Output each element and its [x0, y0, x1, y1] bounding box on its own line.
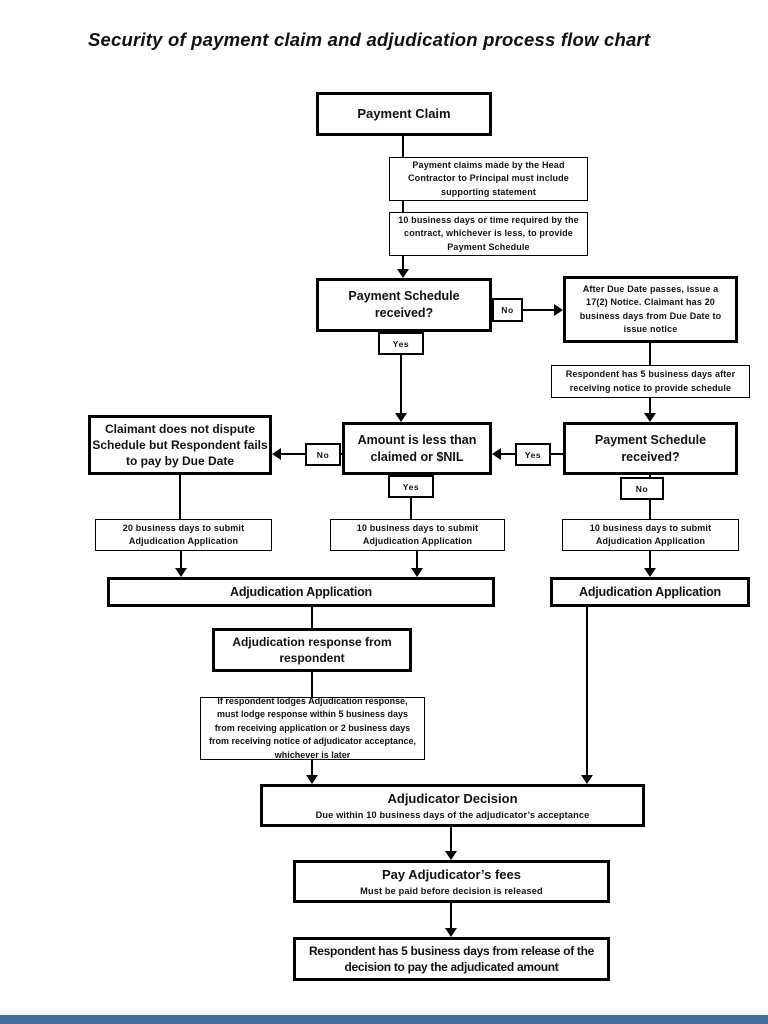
flow-note-head-contractor: Payment claims made by the Head Contract…: [389, 157, 588, 201]
edge-label-yes: Yes: [388, 475, 434, 498]
pay-fees-title: Pay Adjudicator’s fees: [382, 866, 521, 882]
connector-line: [450, 827, 452, 851]
connector-line: [586, 607, 588, 775]
connector-line: [311, 760, 313, 775]
connector-line: [400, 332, 402, 413]
flow-node-amount-less: Amount is less than claimed or $NIL: [342, 422, 492, 475]
flow-node-pay-fees: Pay Adjudicator’s fees Must be paid befo…: [293, 860, 610, 903]
arrow-down-icon: [306, 775, 318, 784]
pay-fees-subtitle: Must be paid before decision is released: [360, 886, 543, 897]
connector-line: [311, 672, 313, 697]
arrow-left-icon: [272, 448, 281, 460]
arrow-down-icon: [395, 413, 407, 422]
edge-label-no: No: [620, 477, 664, 500]
connector-line: [649, 551, 651, 568]
flow-node-adjudication-response: Adjudication response from respondent: [212, 628, 412, 672]
connector-line: [416, 551, 418, 568]
arrow-down-icon: [445, 928, 457, 937]
arrow-down-icon: [644, 413, 656, 422]
flow-node-claimant-no-dispute: Claimant does not dispute Schedule but R…: [88, 415, 272, 475]
footer-bar: [0, 1015, 768, 1024]
connector-line: [649, 343, 651, 365]
arrow-down-icon: [581, 775, 593, 784]
flow-node-payment-schedule-received-1: Payment Schedule received?: [316, 278, 492, 332]
connector-line: [649, 398, 651, 413]
adjudicator-decision-subtitle: Due within 10 business days of the adjud…: [315, 810, 590, 821]
flow-node-payment-claim: Payment Claim: [316, 92, 492, 136]
flow-note-response-timing: If respondent lodges Adjudication respon…: [200, 696, 425, 760]
flow-node-adjudication-application-right: Adjudication Application: [550, 577, 750, 607]
edge-label-no: No: [305, 443, 341, 466]
connector-line: [450, 903, 452, 928]
arrow-down-icon: [411, 568, 423, 577]
flow-note-provide-schedule: 10 business days or time required by the…: [389, 212, 588, 256]
flow-node-payment-schedule-received-2: Payment Schedule received?: [563, 422, 738, 475]
flow-node-after-due-date: After Due Date passes, issue a 17(2) Not…: [563, 276, 738, 343]
edge-label-yes: Yes: [515, 443, 551, 466]
flow-node-adjudication-application-left: Adjudication Application: [107, 577, 495, 607]
arrow-down-icon: [445, 851, 457, 860]
flow-node-final-payment: Respondent has 5 business days from rele…: [293, 937, 610, 981]
flow-note-10-days-submit-right: 10 business days to submit Adjudication …: [562, 519, 739, 551]
arrow-right-icon: [554, 304, 563, 316]
connector-line: [180, 551, 182, 568]
connector-line: [492, 309, 554, 311]
arrow-down-icon: [175, 568, 187, 577]
flow-note-20-days-submit: 20 business days to submit Adjudication …: [95, 519, 272, 551]
connector-line: [179, 475, 181, 519]
edge-label-no: No: [492, 298, 523, 322]
connector-line: [402, 135, 404, 269]
arrow-left-icon: [492, 448, 501, 460]
page-title: Security of payment claim and adjudicati…: [88, 29, 651, 50]
flow-note-respondent-5-days: Respondent has 5 business days after rec…: [551, 365, 750, 398]
flow-node-adjudicator-decision: Adjudicator Decision Due within 10 busin…: [260, 784, 645, 827]
flow-note-10-days-submit-mid: 10 business days to submit Adjudication …: [330, 519, 505, 551]
adjudicator-decision-title: Adjudicator Decision: [387, 790, 518, 806]
edge-label-yes: Yes: [378, 332, 424, 355]
arrow-down-icon: [397, 269, 409, 278]
connector-line: [311, 607, 313, 628]
arrow-down-icon: [644, 568, 656, 577]
